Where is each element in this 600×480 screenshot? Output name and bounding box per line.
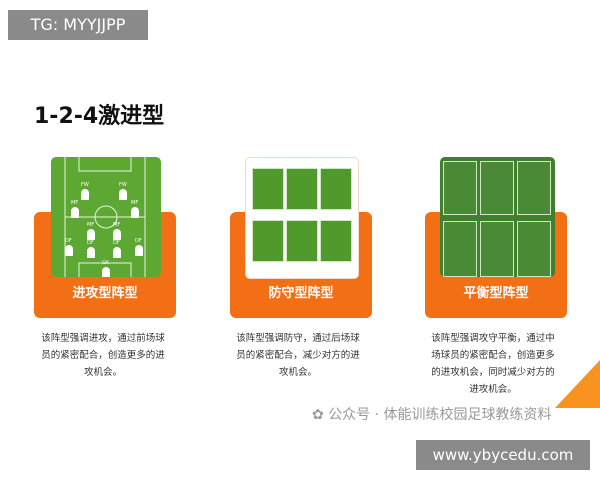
player-icon — [102, 267, 110, 277]
mini-pitch — [320, 220, 352, 262]
watermark: ✿ 公众号 · 体能训练校园足球教练资料 — [312, 406, 552, 424]
mini-pitch — [320, 168, 352, 210]
mini-pitch — [443, 221, 477, 277]
position-label: MF — [113, 222, 121, 228]
mini-pitch — [286, 168, 318, 210]
position-label: GK — [102, 260, 110, 266]
balance-formation-image — [440, 157, 555, 277]
mini-pitch — [517, 221, 551, 277]
mini-pitch — [480, 221, 514, 277]
mini-pitch — [480, 161, 514, 215]
player-icon — [119, 189, 127, 200]
player-icon — [113, 247, 121, 258]
card-description: 该阵型强调攻守平衡，通过中场球员的紧密配合，创造更多的进攻机会，同时减少对方的进… — [431, 333, 555, 395]
mini-pitch — [252, 220, 284, 262]
wechat-icon: ✿ — [312, 407, 324, 423]
page-title: 1-2-4激进型 — [34, 104, 165, 129]
player-icon — [131, 207, 139, 218]
position-label: DF — [135, 238, 142, 244]
player-icon — [65, 245, 73, 256]
pitch-lines — [64, 157, 146, 277]
position-label: FW — [119, 182, 127, 188]
site-badge: www.ybycedu.com — [416, 440, 590, 470]
player-icon — [87, 247, 95, 258]
position-label: DF — [113, 240, 120, 246]
attack-formation-image: FW FW MF MF MF MF DF DF DF DF GK — [51, 157, 161, 277]
defense-formation-image — [245, 157, 359, 279]
player-icon — [87, 229, 95, 240]
position-label: MF — [71, 200, 79, 206]
corner-decoration — [555, 360, 600, 408]
mini-pitch — [286, 220, 318, 262]
card-label: 进攻型阵型 — [72, 286, 138, 301]
card-description: 该阵型强调防守，通过后场球员的紧密配合，减少对方的进攻机会。 — [236, 333, 360, 378]
player-icon — [113, 229, 121, 240]
mini-pitch — [443, 161, 477, 215]
watermark-text: 公众号 · 体能训练校园足球教练资料 — [328, 407, 552, 423]
mini-pitch — [252, 168, 284, 210]
mini-pitch — [517, 161, 551, 215]
tg-badge: TG: MYYJJPP — [8, 10, 148, 40]
card-description: 该阵型强调进攻，通过前场球员的紧密配合，创造更多的进攻机会。 — [41, 333, 165, 378]
position-label: DF — [87, 240, 94, 246]
position-label: DF — [65, 238, 72, 244]
position-label: MF — [87, 222, 95, 228]
position-label: FW — [81, 182, 89, 188]
card-label: 平衡型阵型 — [463, 286, 529, 301]
position-label: MF — [131, 200, 139, 206]
card-label: 防守型阵型 — [268, 286, 334, 301]
player-icon — [81, 189, 89, 200]
player-icon — [71, 207, 79, 218]
player-icon — [135, 245, 143, 256]
